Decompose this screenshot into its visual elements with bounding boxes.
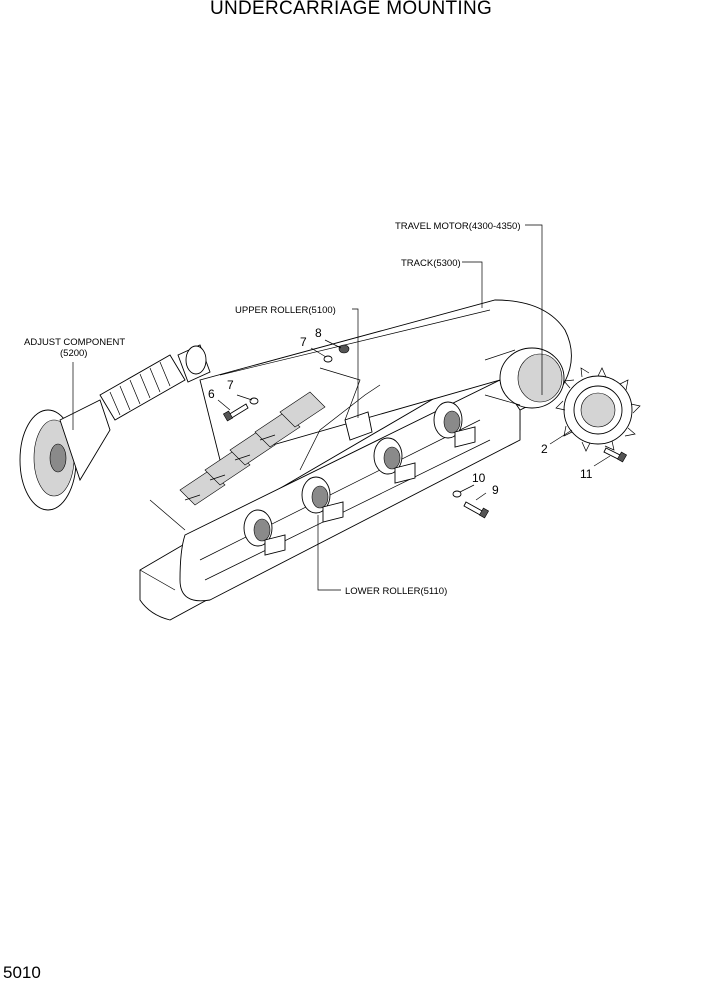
lower-roller	[433, 401, 476, 448]
travel-motor	[484, 347, 565, 409]
track-frame	[139, 299, 572, 621]
lower-roller	[373, 437, 416, 484]
bolt-6	[222, 403, 249, 422]
leader-lines	[72, 224, 611, 591]
part-number-7-lower: 7	[227, 378, 234, 392]
part-number-10: 10	[472, 471, 486, 485]
upper-roller-label: UPPER ROLLER(5100)	[235, 305, 336, 316]
nut-8	[338, 344, 350, 354]
washer-7-upper	[323, 355, 333, 363]
bolt-9	[463, 501, 490, 519]
part-number-2: 2	[541, 442, 548, 456]
lower-roller	[301, 476, 344, 523]
lower-rollers	[243, 401, 476, 556]
washer-10	[452, 490, 462, 498]
page-title: UNDERCARRIAGE MOUNTING	[209, 0, 493, 19]
part-number-11: 11	[580, 467, 593, 481]
travel-motor-label: TRAVEL MOTOR(4300-4350)	[395, 221, 520, 232]
sprocket	[555, 367, 641, 452]
bolt-11	[603, 447, 628, 463]
part-number-8: 8	[315, 326, 322, 340]
page-number: 5010	[3, 963, 41, 982]
lower-roller-label: LOWER ROLLER(5110)	[345, 586, 447, 597]
part-number-9: 9	[492, 483, 499, 497]
adjust-component-assembly	[19, 344, 211, 511]
track-pads	[179, 391, 326, 506]
part-number-6: 6	[208, 387, 215, 401]
lower-roller	[243, 509, 286, 556]
upper-roller	[319, 367, 373, 441]
washer-7-lower	[249, 397, 259, 405]
track-label: TRACK(5300)	[401, 258, 461, 269]
adjust-component-code: (5200)	[60, 348, 87, 359]
adjust-component-label: ADJUST COMPONENT	[24, 337, 125, 348]
part-number-7-upper: 7	[300, 335, 307, 349]
